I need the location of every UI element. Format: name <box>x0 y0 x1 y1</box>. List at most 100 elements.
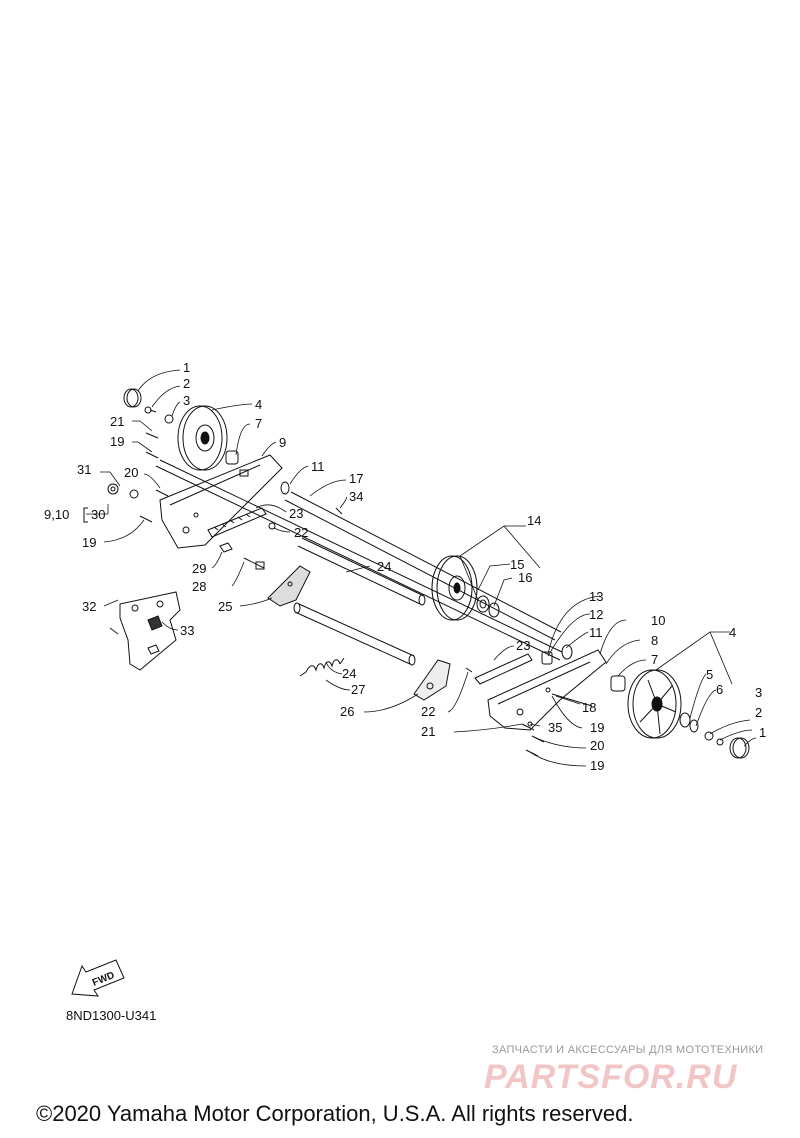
lower-shaft-24 <box>293 602 416 666</box>
copyright-notice: ©2020 Yamaha Motor Corporation, U.S.A. A… <box>36 1101 634 1126</box>
callout-25: 25 <box>218 599 232 614</box>
slide-plate-23b <box>474 653 533 685</box>
bearing-5 <box>679 712 691 728</box>
callout-33: 33 <box>180 623 194 638</box>
collar-7b <box>610 675 626 692</box>
callout-18: 18 <box>582 700 596 715</box>
watermark-logo: PARTSFOR.RU <box>484 1058 738 1096</box>
callout-19: 19 <box>110 434 124 449</box>
right-wheel-4 <box>627 669 682 739</box>
callout-1: 1 <box>759 725 766 740</box>
stopper-29 <box>219 542 233 553</box>
left-bracket-9 <box>159 454 283 549</box>
bolt-18 <box>551 693 593 707</box>
callout-24: 24 <box>342 666 356 681</box>
leader-lines <box>86 369 757 767</box>
callout-3: 3 <box>183 393 190 408</box>
callout-29: 29 <box>192 561 206 576</box>
bolt-20a <box>155 489 169 497</box>
callout-26: 26 <box>340 704 354 719</box>
bolt-19a <box>145 451 159 459</box>
lever-26 <box>413 659 451 701</box>
callout-35: 35 <box>548 720 562 735</box>
callout-10: 10 <box>651 613 665 628</box>
callout-11: 11 <box>589 625 603 640</box>
bolt-2b <box>716 738 724 746</box>
callout-8: 8 <box>651 633 658 648</box>
bracket-marks <box>83 507 88 523</box>
collar-7a <box>225 450 239 465</box>
callout-21: 21 <box>110 414 124 429</box>
fwd-arrow <box>71 959 125 997</box>
bolt-28 <box>243 557 265 570</box>
part-code: 8ND1300-U341 <box>66 1008 157 1023</box>
callout-15: 15 <box>510 557 524 572</box>
right-bracket-10 <box>487 649 607 731</box>
bracket-32 <box>119 591 181 671</box>
bearing-15 <box>476 595 490 613</box>
nut-22a <box>268 522 276 530</box>
callout-7: 7 <box>255 416 262 431</box>
middle-shaft-24 <box>297 537 426 606</box>
callout-23: 23 <box>289 506 303 521</box>
callout-14: 14 <box>527 513 541 528</box>
bolt-22b <box>465 667 473 673</box>
seal-16 <box>488 602 500 618</box>
bolt-19b <box>139 515 153 523</box>
callout-12: 12 <box>589 607 603 622</box>
nut-31 <box>107 483 119 495</box>
callout-20: 20 <box>590 738 604 753</box>
callout-6: 6 <box>716 682 723 697</box>
callout-22: 22 <box>294 525 308 540</box>
bolt-21a <box>145 432 159 439</box>
callout-2: 2 <box>755 705 762 720</box>
upper-shaft-17-34 <box>284 491 562 641</box>
washer-6 <box>689 719 699 733</box>
washer-3b <box>704 731 714 741</box>
callout-17: 17 <box>349 471 363 486</box>
callout-7: 7 <box>651 652 658 667</box>
callout-9-10: 9,10 <box>44 507 69 522</box>
callout-22: 22 <box>421 704 435 719</box>
callout-4: 4 <box>255 397 262 412</box>
washer-30 <box>129 489 139 499</box>
washer-3a <box>164 414 174 424</box>
callout-3: 3 <box>755 685 762 700</box>
long-shaft <box>155 459 563 661</box>
washer-11b <box>561 644 573 660</box>
callout-19: 19 <box>590 758 604 773</box>
callout-4: 4 <box>729 625 736 640</box>
center-wheel-14 <box>431 555 478 621</box>
callout-30: 30 <box>91 507 105 522</box>
callout-1: 1 <box>183 360 190 375</box>
callout-19: 19 <box>590 720 604 735</box>
callout-19: 19 <box>82 535 96 550</box>
watermark-tagline: ЗАПЧАСТИ И АКСЕССУАРЫ ДЛЯ МОТОТЕХНИКИ <box>492 1044 764 1056</box>
cap-1a <box>123 388 142 408</box>
callout-labels: 1 2 3 4 7 9 21 19 31 20 11 17 34 23 22 9… <box>44 360 766 989</box>
clip-33 <box>147 615 163 655</box>
slide-plate-23a <box>207 507 267 538</box>
stopper-block-25 <box>267 565 311 607</box>
washer-11a <box>280 481 290 495</box>
callout-32: 32 <box>82 599 96 614</box>
callout-21: 21 <box>421 724 435 739</box>
callout-5: 5 <box>706 667 713 682</box>
spring-27 <box>299 657 345 677</box>
callout-9: 9 <box>279 435 286 450</box>
callout-31: 31 <box>77 462 91 477</box>
callout-2: 2 <box>183 376 190 391</box>
upper-left-wheel-4 <box>177 405 228 471</box>
collar-12 <box>541 651 553 665</box>
callout-16: 16 <box>518 570 532 585</box>
callout-13: 13 <box>589 589 603 604</box>
bolt-2a <box>144 406 157 414</box>
bolt-21b <box>521 723 535 731</box>
callout-24: 24 <box>377 559 391 574</box>
callout-20: 20 <box>124 465 138 480</box>
cap-1b <box>729 737 750 759</box>
callout-11: 11 <box>311 459 325 474</box>
callout-34: 34 <box>349 489 363 504</box>
callout-23: 23 <box>516 638 530 653</box>
